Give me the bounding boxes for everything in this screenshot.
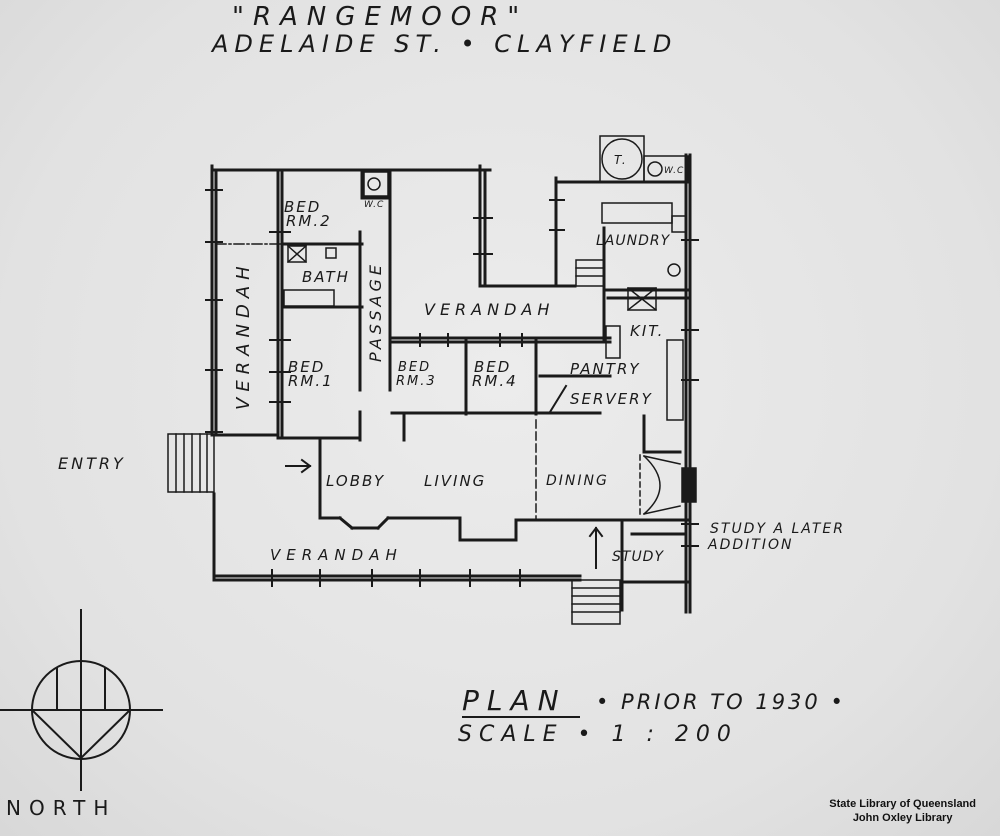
window-ticks xyxy=(205,189,699,587)
label-wc-east: W.C xyxy=(664,166,685,176)
house-name: "RANGEMOOR" xyxy=(232,2,529,32)
label-servery: SERVERY xyxy=(570,390,653,408)
label-verandah-west: VERANDAH xyxy=(233,260,254,410)
label-lobby: LOBBY xyxy=(326,472,386,490)
address: ADELAIDE ST. • CLAYFIELD xyxy=(212,30,678,58)
label-wc-north: W.C xyxy=(364,200,385,210)
label-pantry: PANTRY xyxy=(570,360,641,378)
credit-line-1: State Library of Queensland xyxy=(829,798,976,810)
label-kitchen: KIT. xyxy=(630,322,665,340)
label-bed-rm-4-line1: BED xyxy=(474,358,512,376)
label-dining: DINING xyxy=(546,473,609,489)
credit-block: State Library of Queensland John Oxley L… xyxy=(829,797,976,825)
plan-scale: SCALE • 1 : 200 xyxy=(458,722,738,747)
label-laundry: LAUNDRY xyxy=(596,233,671,249)
label-bed-rm-3-line1: BED xyxy=(398,360,432,375)
plan-title-underline xyxy=(462,716,580,718)
label-bed-rm-4-line2: RM.4 xyxy=(472,372,518,390)
plan-subtitle: • PRIOR TO 1930 • xyxy=(596,690,846,714)
label-verandah-north: VERANDAH xyxy=(424,300,555,319)
label-verandah-south: VERANDAH xyxy=(270,546,403,564)
north-compass xyxy=(0,609,163,791)
study-note-line1: STUDY A LATER xyxy=(710,521,845,537)
compass-label: NORTH xyxy=(6,796,117,820)
label-study: STUDY xyxy=(612,549,665,565)
label-bed-rm-2-line2: RM.2 xyxy=(286,212,332,230)
label-bed-rm-1-line1: BED xyxy=(288,358,326,376)
label-living: LIVING xyxy=(424,472,487,490)
study-note-line2: ADDITION xyxy=(708,537,794,553)
label-bed-rm-1-line2: RM.1 xyxy=(288,372,334,390)
label-tank: T. xyxy=(614,153,628,167)
label-bed-rm-3-line2: RM.3 xyxy=(396,374,437,389)
plan-title: PLAN xyxy=(462,684,567,717)
thin-lines xyxy=(167,135,697,625)
label-passage: PASSAGE xyxy=(366,261,385,362)
label-bed-rm-2-line1: BED xyxy=(284,198,322,216)
label-bath: BATH xyxy=(302,268,350,286)
label-entry: ENTRY xyxy=(58,454,126,473)
credit-line-2: John Oxley Library xyxy=(852,812,953,824)
